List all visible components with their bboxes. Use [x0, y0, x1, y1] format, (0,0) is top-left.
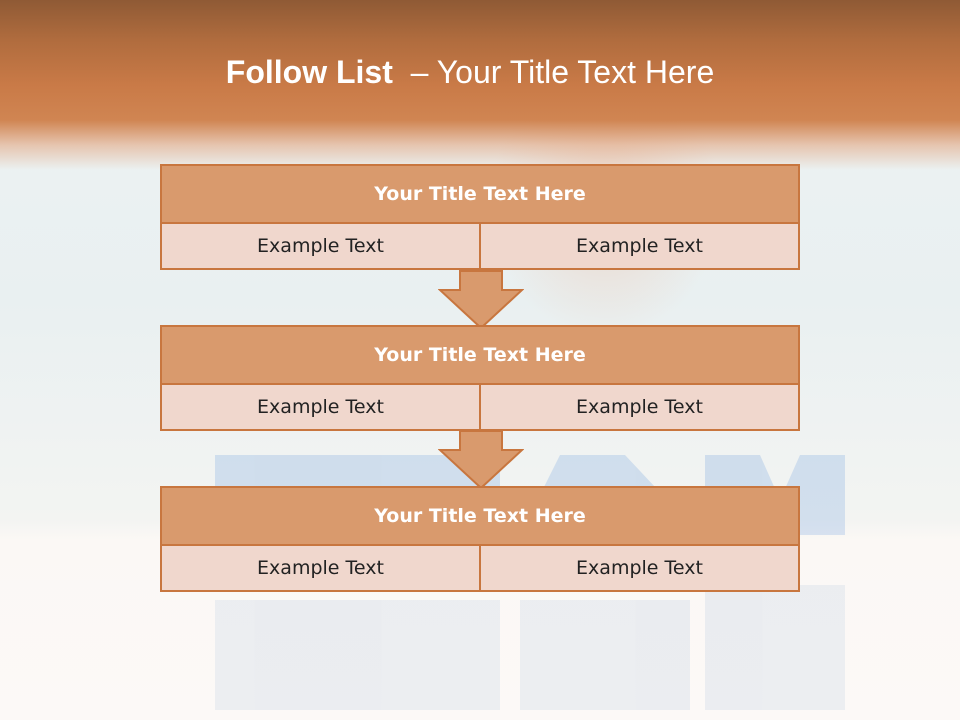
flow-block-2: Your Title Text Here Example Text Exampl… — [160, 325, 800, 431]
flow-block-title: Your Title Text Here — [162, 327, 798, 383]
flow-block-title: Your Title Text Here — [162, 166, 798, 222]
title-rest-part: – Your Title Text Here — [410, 54, 715, 90]
flow-block-right-text: Example Text — [481, 385, 798, 429]
flow-block-left-text: Example Text — [162, 546, 479, 590]
down-arrow-icon — [438, 270, 524, 330]
title-bold-part: Follow List — [225, 54, 393, 90]
flow-block-left-text: Example Text — [162, 385, 479, 429]
down-arrow-icon — [438, 430, 524, 490]
page-title: Follow List – Your Title Text Here — [0, 54, 940, 91]
flow-block-3: Your Title Text Here Example Text Exampl… — [160, 486, 800, 592]
flow-block-right-text: Example Text — [481, 224, 798, 268]
flow-block-right-text: Example Text — [481, 546, 798, 590]
header-band — [0, 0, 960, 170]
flow-block-1: Your Title Text Here Example Text Exampl… — [160, 164, 800, 270]
flow-block-title: Your Title Text Here — [162, 488, 798, 544]
flow-block-left-text: Example Text — [162, 224, 479, 268]
